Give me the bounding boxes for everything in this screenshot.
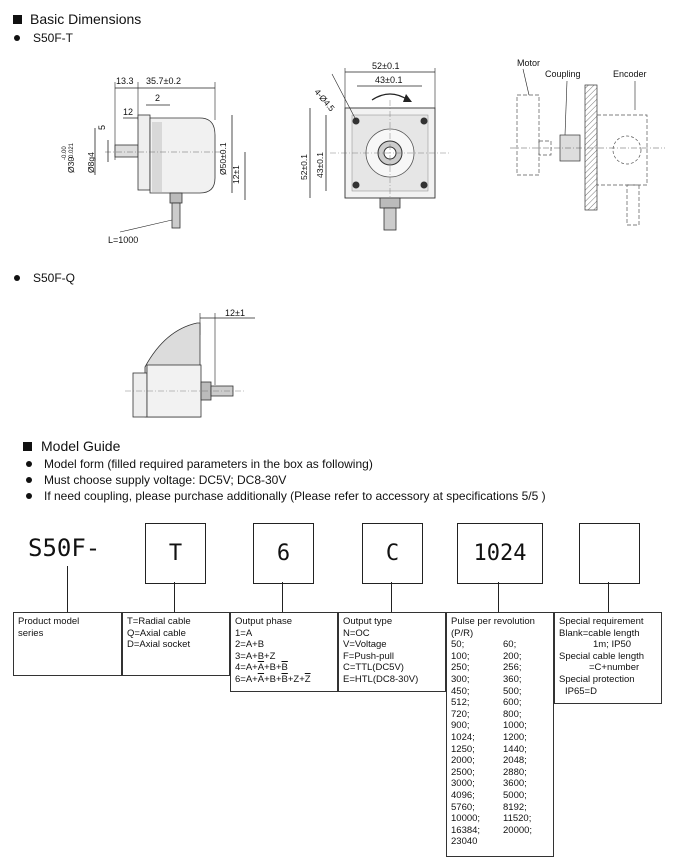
s50f-t-label: S50F-T xyxy=(14,31,73,45)
ppr-value: 1440; xyxy=(503,743,527,755)
ppr-value: 8192; xyxy=(503,801,527,813)
ppr-value: 11520; xyxy=(503,813,532,825)
basic-dimensions-header: Basic Dimensions xyxy=(13,11,141,27)
ppr-value: 5000; xyxy=(503,789,527,801)
ppr-value: 4096; xyxy=(451,789,475,801)
connector-line xyxy=(498,582,499,612)
ppr-value: 720; xyxy=(451,708,470,720)
dim-width-43: 43±0.1 xyxy=(375,75,402,85)
code-box-special xyxy=(579,523,640,584)
ppr-value: 3000; xyxy=(451,778,475,790)
ppr-grid: 50; 60; 100; 200; 250; 256; 300; 360; 450; 500; 51… xyxy=(451,639,549,848)
ppr-value: 512; xyxy=(451,697,470,709)
round-bullet-icon xyxy=(26,477,32,483)
ppr-value: 2880; xyxy=(503,766,527,778)
code-box-ppr: 1024 xyxy=(457,523,543,584)
side-view-drawing: 13.3 35.7±0.2 2 12 5 Ø30 -0.00 -0.021 Ø8… xyxy=(62,76,246,245)
coupling-label: Coupling xyxy=(545,69,581,79)
phase-4: 4=A+A+B+B xyxy=(235,662,288,674)
dim-30-tol-bottom: -0.021 xyxy=(69,142,75,160)
ppr-value: 10000; xyxy=(451,813,481,825)
dim-holes: 4-Ø4.5 xyxy=(312,87,337,114)
connector-line xyxy=(67,566,68,612)
section-title: Basic Dimensions xyxy=(30,11,142,27)
round-bullet-icon xyxy=(26,461,32,467)
bullet-item: Must choose supply voltage: DC5V; DC8-30… xyxy=(26,472,546,488)
dim-12: 12 xyxy=(123,107,133,117)
phase-6: 6=A+A+B+B+Z+Z xyxy=(235,673,311,685)
desc-cable-type: T=Radial cable Q=Axial cable D=Axial soc… xyxy=(122,612,230,676)
ppr-value: 600; xyxy=(503,697,522,709)
dim-50: Ø50±0.1 xyxy=(218,142,228,175)
s50f-q-label: S50F-Q xyxy=(14,271,75,285)
code-box-phase: 6 xyxy=(253,523,314,584)
connector-line xyxy=(608,582,609,612)
connector-line xyxy=(282,582,283,612)
desc-product-model: Product model series xyxy=(13,612,122,676)
ppr-value: 100; xyxy=(451,650,470,662)
desc-output-phase: Output phase 1=A 2=A+B 3=A+B+Z 4=A+A+B+B… xyxy=(230,612,338,692)
ppr-value: 1200; xyxy=(503,731,527,743)
desc-pulse-per-revolution: Pulse per revolution (P/R) 50;60;100;200… xyxy=(446,612,554,857)
axial-view-drawing: 12±1 xyxy=(125,308,255,418)
ppr-value: 2500; xyxy=(451,766,475,778)
bullet-item: Model form (filled required parameters i… xyxy=(26,456,546,472)
encoder-label: Encoder xyxy=(613,69,647,79)
dim-2: 2 xyxy=(155,93,160,103)
ppr-value: 250; xyxy=(451,662,470,674)
dim-height-43: 43±0.1 xyxy=(315,152,325,178)
ppr-value: 23040 xyxy=(451,836,478,848)
ppr-value: 2000; xyxy=(451,755,475,767)
ppr-value: 1000; xyxy=(503,720,527,732)
section-title: Model Guide xyxy=(41,438,121,454)
square-bullet-icon xyxy=(13,14,22,24)
ppr-value: 16384; xyxy=(451,824,481,836)
ppr-value xyxy=(503,836,553,848)
dim-13-3: 13.3 xyxy=(116,76,134,86)
ppr-value: 3600; xyxy=(503,778,527,790)
dim-8: Ø8g4 xyxy=(86,152,96,173)
cable-length: L=1000 xyxy=(108,235,138,245)
ppr-value: 5760; xyxy=(451,801,475,813)
connector-line xyxy=(174,582,175,612)
desc-output-type: Output type N=OC V=Voltage F=Push-pull C… xyxy=(338,612,446,692)
square-bullet-icon xyxy=(23,441,32,451)
ppr-value: 900; xyxy=(451,720,470,732)
ppr-value: 50; xyxy=(451,639,465,651)
round-bullet-icon xyxy=(14,35,20,41)
front-view-drawing: 52±0.1 43±0.1 4-Ø4.5 52±0.1 43±0.1 xyxy=(300,61,450,231)
bullet-item: If need coupling, please purchase additi… xyxy=(26,488,546,504)
dim-axial-12pm: 12±1 xyxy=(225,308,245,318)
dim-12pm: 12±1 xyxy=(231,165,241,184)
installation-diagram: Motor Coupling Encoder xyxy=(510,58,665,226)
model-prefix: S50F- xyxy=(28,534,101,562)
connector-line xyxy=(391,582,392,612)
ppr-value: 60; xyxy=(503,639,517,651)
dim-width-52: 52±0.1 xyxy=(372,61,399,71)
round-bullet-icon xyxy=(26,493,32,499)
ppr-value: 2048; xyxy=(503,755,527,767)
dim-height-52: 52±0.1 xyxy=(300,154,309,180)
code-box-output: C xyxy=(362,523,423,584)
round-bullet-icon xyxy=(14,275,20,281)
desc-special-requirement: Special requirement Blank=cable length 1… xyxy=(554,612,662,704)
dim-30: Ø30 xyxy=(66,157,76,173)
ppr-value: 360; xyxy=(503,673,522,685)
ppr-value: 200; xyxy=(503,650,522,662)
ppr-value: 1024; xyxy=(451,731,475,743)
guide-bullets: Model form (filled required parameters i… xyxy=(26,456,546,504)
ppr-value: 800; xyxy=(503,708,522,720)
ppr-value: 256; xyxy=(503,662,522,674)
motor-label: Motor xyxy=(517,58,540,68)
ppr-value: 300; xyxy=(451,673,470,685)
ppr-value: 450; xyxy=(451,685,470,697)
dim-5: 5 xyxy=(97,125,107,130)
ppr-value: 500; xyxy=(503,685,522,697)
model-guide-header: Model Guide xyxy=(23,438,120,454)
dim-35-7: 35.7±0.2 xyxy=(146,76,181,86)
dim-30-tol-top: -0.00 xyxy=(62,146,68,160)
code-box-cable: T xyxy=(145,523,206,584)
ppr-value: 1250; xyxy=(451,743,475,755)
ppr-value: 20000; xyxy=(503,824,533,836)
